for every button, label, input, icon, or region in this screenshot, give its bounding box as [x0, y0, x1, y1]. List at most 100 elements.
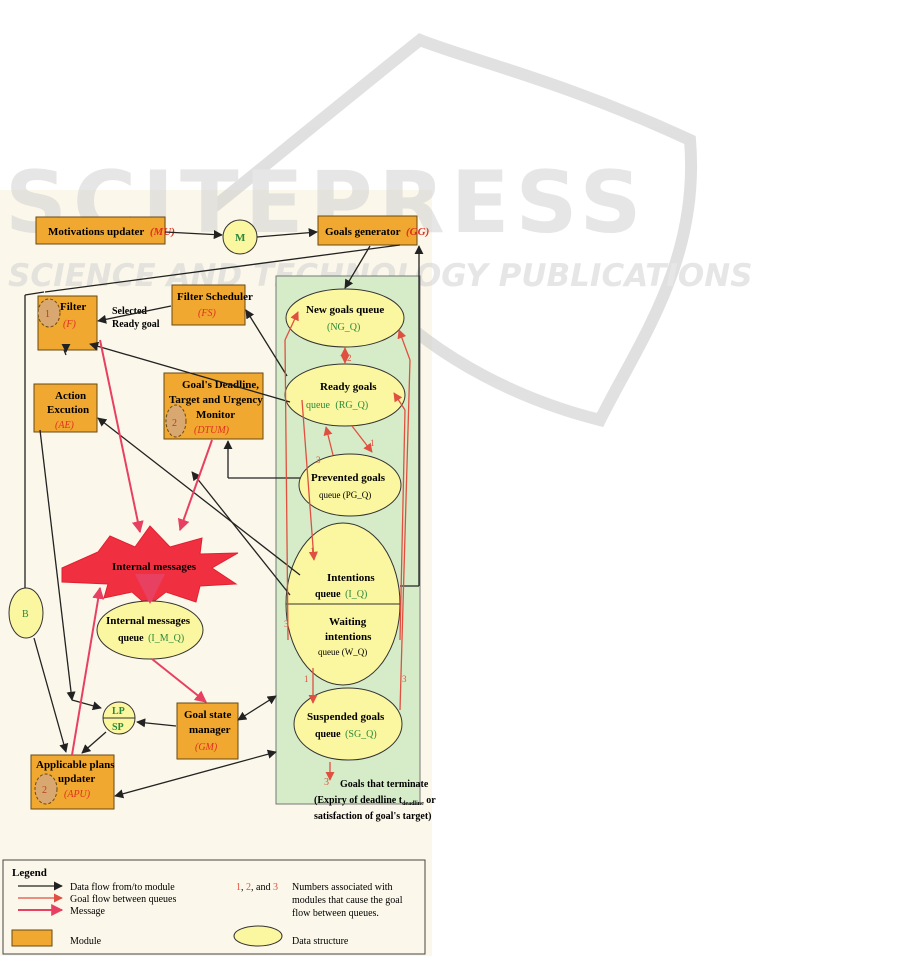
queue-imq: Internal messages queue (I_M_Q) [96, 600, 204, 660]
gg-label: Goals generator [325, 226, 401, 238]
fs-label: Filter Scheduler [177, 291, 253, 303]
legend-nums-2: 2 [246, 882, 251, 893]
terminate-line2-sub: deadline [402, 801, 424, 807]
apu-abbr: (APU) [64, 789, 91, 800]
module-apu: 2 Applicable plans updater (APU) [30, 754, 115, 810]
arrow-mu-to-m [164, 230, 223, 240]
apu-line2: updater [58, 773, 95, 785]
module-gg: Goals generator (GG) [317, 215, 429, 246]
goal-rg-to-pg [351, 425, 373, 453]
legend-message: Message [70, 906, 106, 917]
legend-ds-swatch [233, 925, 283, 947]
iq-line2b: (I_Q) [345, 589, 367, 600]
selected-ready-goal-line1: Selected [112, 306, 147, 317]
mu-abbr: (MU) [150, 226, 175, 238]
terminate-num: 3 [324, 777, 329, 788]
num-rg-iq: 1 [310, 546, 315, 556]
svg-text:Goals generator (GG): Goals generator (GG) [325, 226, 429, 238]
line-b-to-filter [24, 291, 45, 296]
dtum-line3: Monitor [196, 409, 235, 421]
filter-abbr: (F) [63, 319, 76, 330]
internal-messages-label: Internal messages [112, 561, 197, 573]
goal-sg-to-ng [397, 329, 411, 361]
arrow-rg-to-fs [245, 309, 288, 377]
module-gm: Goal state manager (GM) [176, 702, 239, 760]
queue-ng: New goals queue (NG_Q) [285, 288, 405, 348]
num-rg-pg: 1 [370, 438, 375, 448]
dtum-num: 2 [172, 418, 177, 429]
arrow-iq-to-ae [97, 417, 301, 576]
sg-line1: Suspended goals [307, 711, 385, 723]
wq-line2: intentions [325, 631, 372, 643]
pg-line1: Prevented goals [311, 472, 386, 484]
msg-imq-to-gm [151, 658, 207, 703]
arrow-fs-to-filter [97, 305, 172, 324]
legend-goal-flow: Goal flow between queues [70, 894, 176, 905]
legend-data-flow: Data flow from/to module [70, 882, 175, 893]
sg-line2a: queue [315, 729, 341, 740]
lp-label: LP [112, 706, 125, 717]
ae-line1: Action [55, 390, 86, 402]
arrow-apu-panel [114, 749, 277, 799]
num-pg-rg: 3 [316, 455, 321, 465]
module-ae: Action Excution (AE) [33, 383, 98, 433]
legend-numbers-line3: flow between queues. [292, 908, 379, 919]
module-fs: Filter Scheduler (FS) [171, 284, 253, 326]
dtum-abbr: (DTUM) [194, 425, 230, 436]
filter-label: Filter [60, 301, 86, 313]
num-wq-ng: 3 [284, 619, 289, 629]
queue-rg: Ready goals queue (RG_Q) [284, 363, 406, 427]
ng-line1: New goals queue [306, 304, 384, 316]
goal-flow-arrows [284, 311, 411, 781]
gm-abbr: (GM) [195, 742, 218, 753]
arrow-sp-to-apu [81, 731, 107, 754]
pg-line2: queue (PG_Q) [319, 490, 371, 500]
apu-line1: Applicable plans [36, 759, 115, 771]
goal-wq-right-up [399, 409, 406, 641]
ng-line2: (NG_Q) [327, 322, 360, 333]
goal-flow-numbers: 2 1 3 1 3 1 3 [284, 353, 407, 684]
filter-num: 1 [45, 309, 50, 320]
apu-num: 2 [42, 785, 47, 796]
message-arrows [71, 339, 213, 756]
arrow-gg-top-line [44, 244, 401, 293]
msg-apu-to-burst [71, 586, 105, 756]
node-m: M [222, 219, 258, 255]
num-sg-ng: 3 [402, 674, 407, 684]
wq-line1: Waiting [329, 616, 367, 628]
m-label: M [235, 232, 246, 244]
module-mu: Motivations updater (MU) [35, 216, 175, 245]
arrow-ae-to-lp [71, 699, 102, 711]
msg-dtum-to-burst [177, 439, 213, 532]
mu-label: Motivations updater [48, 226, 144, 238]
legend-module-swatch [11, 929, 53, 947]
legend-nums-sep1: , [241, 882, 246, 893]
goal-sg-up [399, 359, 411, 711]
svg-text:queue (I_M_Q): queue (I_M_Q) [118, 633, 184, 644]
legend: Legend Data flow from/to module Goal flo… [2, 859, 426, 955]
queue-pg: Prevented goals queue (PG_Q) [298, 453, 402, 517]
module-filter: 1 Filter (F) [37, 295, 98, 351]
rg-line1: Ready goals [320, 381, 377, 393]
arrow-gm-panel [237, 695, 277, 721]
svg-text:Motivations updater (MU): Motivations updater (MU) [48, 226, 175, 238]
terminate-line3: satisfaction of goal's target) [314, 811, 431, 822]
rg-line2b: (RG_Q) [335, 400, 368, 411]
node-b: B [8, 587, 44, 639]
arrow-gm-to-sp [136, 718, 177, 728]
svg-text:queue (I_Q): queue (I_Q) [315, 589, 367, 600]
svg-text:(Expiry of deadline tdeadline: (Expiry of deadline tdeadline or [314, 795, 436, 807]
queue-intentions: Intentions queue (I_Q) Waiting intention… [285, 522, 401, 686]
rg-line2a: queue [306, 400, 330, 411]
legend-data-structure: Data structure [292, 936, 349, 947]
watermark-book-shape [206, 33, 698, 427]
goal-wq-left-up [284, 339, 289, 641]
arrow-ae-down [39, 429, 76, 701]
legend-nums-1: 1 [236, 882, 241, 893]
ae-line2: Excution [47, 404, 89, 416]
arrow-b-to-apu [33, 637, 69, 753]
ae-abbr: (AE) [55, 420, 75, 431]
dtum-line2: Target and Urgency [169, 394, 263, 406]
node-lp-sp: LP SP [102, 701, 136, 735]
